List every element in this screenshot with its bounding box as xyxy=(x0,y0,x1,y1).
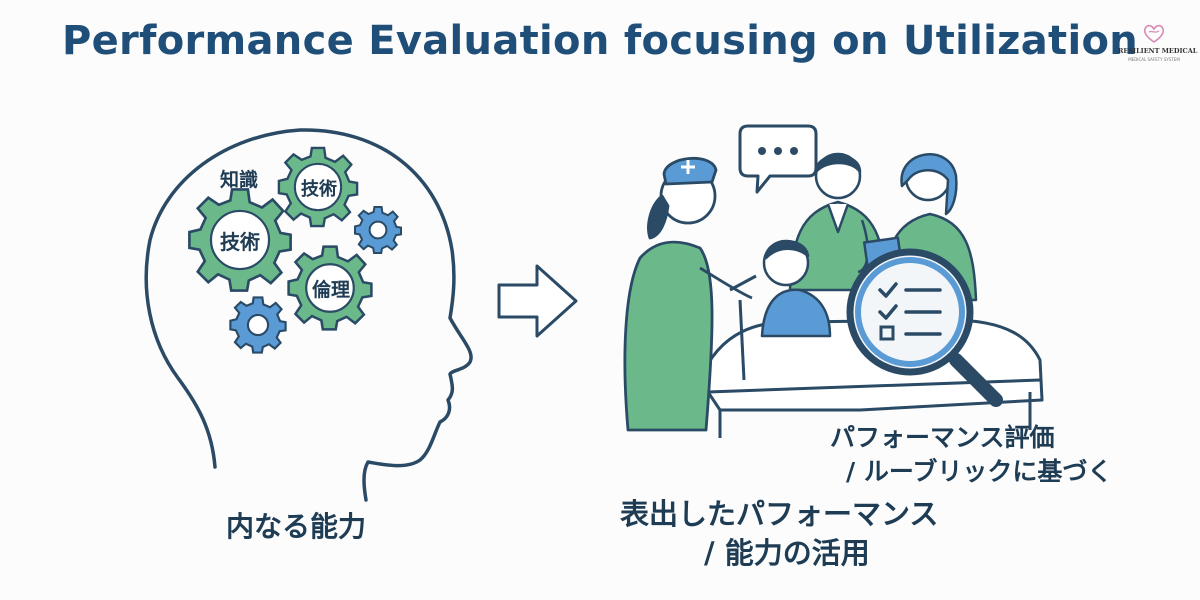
patient-figure xyxy=(760,239,832,338)
logo-name: RESILIENT MEDICAL xyxy=(1118,47,1198,55)
magnifier-checklist-icon xyxy=(846,248,1003,407)
performance-caption-line2: / 能力の活用 xyxy=(704,536,870,570)
logo-tagline: MEDICAL SAFETY SYSTEM xyxy=(1128,57,1180,62)
gear-icon xyxy=(289,247,372,330)
gear-icon xyxy=(279,148,357,226)
nurse-figure xyxy=(623,157,757,432)
brand-logo: RESILIENT MEDICAL MEDICAL SAFETY SYSTEM xyxy=(1118,22,1198,72)
slide-title: Performance Evaluation focusing on Utili… xyxy=(61,18,1139,64)
gear-label-skill-left: 技術 xyxy=(220,230,260,254)
gear-icon xyxy=(230,297,285,352)
performance-caption-line1: 表出したパフォーマンス xyxy=(620,497,939,531)
inner-ability-caption: 内なる能力 xyxy=(226,510,367,543)
gear-label-ethics: 倫理 xyxy=(312,278,350,301)
gear-label-knowledge: 知識 xyxy=(220,168,258,191)
chat-bubble-icon xyxy=(738,124,818,194)
logo-mark-icon xyxy=(1143,24,1165,43)
arrow-right-icon xyxy=(497,264,578,338)
clinician-figure-left xyxy=(788,152,888,292)
gear-icon xyxy=(189,189,290,290)
gear-label-skill-top: 技術 xyxy=(301,178,337,200)
head-outline xyxy=(144,128,473,502)
gear-icon xyxy=(355,207,401,253)
evaluation-label-line2: / ルーブリックに基づく xyxy=(846,457,1113,486)
evaluation-label-line1: パフォーマンス評価 xyxy=(830,423,1055,452)
